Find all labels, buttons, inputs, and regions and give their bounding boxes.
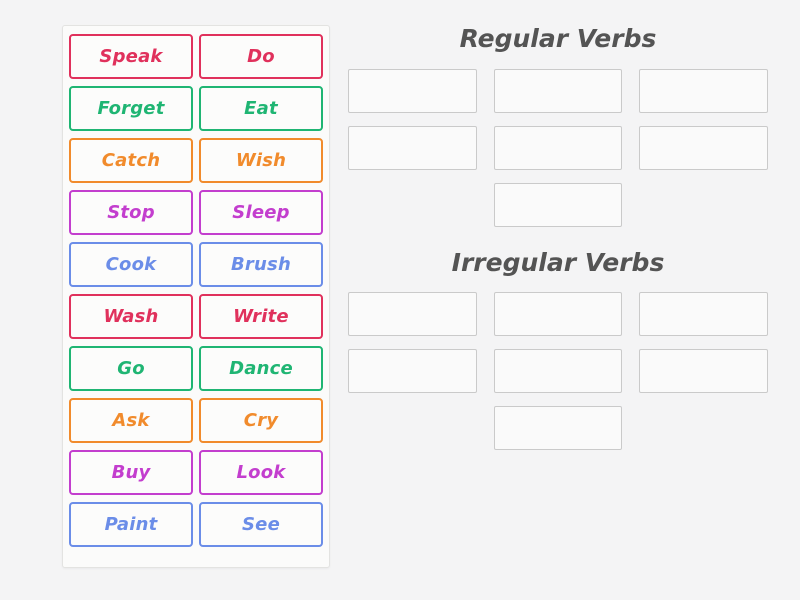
word-card[interactable]: See xyxy=(199,502,323,547)
word-card-label: Buy xyxy=(111,461,151,483)
word-card[interactable]: Ask xyxy=(69,398,193,443)
drop-zone[interactable] xyxy=(639,125,768,170)
drop-zone[interactable] xyxy=(493,406,623,450)
word-card-label: Brush xyxy=(231,253,291,275)
word-card-label: Catch xyxy=(101,149,161,171)
word-card-label: Cry xyxy=(243,409,279,431)
word-card-label: Look xyxy=(236,461,286,483)
word-card[interactable]: Look xyxy=(199,450,323,495)
word-card-label: Paint xyxy=(104,513,158,535)
drop-zone[interactable] xyxy=(493,182,623,227)
drop-zone[interactable] xyxy=(493,125,623,170)
word-card-label: Ask xyxy=(112,409,150,431)
drop-zone[interactable] xyxy=(639,68,768,113)
word-card-label: Dance xyxy=(229,357,293,379)
word-card-label: Wash xyxy=(103,305,159,327)
word-card[interactable]: Paint xyxy=(69,502,193,547)
word-card[interactable]: Buy xyxy=(69,450,193,495)
word-card[interactable]: Cry xyxy=(199,398,323,443)
word-card-label: Go xyxy=(117,357,145,379)
drop-zone[interactable] xyxy=(348,349,477,393)
word-card-label: Do xyxy=(247,45,275,67)
word-card-label: Sleep xyxy=(232,201,290,223)
group-title: Regular Verbs xyxy=(459,24,657,53)
drop-zone[interactable] xyxy=(348,68,477,113)
word-card[interactable]: Catch xyxy=(69,138,193,183)
word-card-label: See xyxy=(242,513,280,535)
drop-zone-grid xyxy=(348,292,768,450)
word-card-label: Speak xyxy=(99,45,163,67)
word-card[interactable]: Forget xyxy=(69,86,193,131)
word-card[interactable]: Wash xyxy=(69,294,193,339)
word-card[interactable]: Go xyxy=(69,346,193,391)
word-card-label: Wish xyxy=(235,149,287,171)
word-card[interactable]: Wish xyxy=(199,138,323,183)
drop-zone-grid xyxy=(348,68,768,227)
drop-zone[interactable] xyxy=(348,125,477,170)
word-card[interactable]: Write xyxy=(199,294,323,339)
word-card[interactable]: Cook xyxy=(69,242,193,287)
word-card[interactable]: Brush xyxy=(199,242,323,287)
drop-zone[interactable] xyxy=(493,68,623,113)
word-card[interactable]: Speak xyxy=(69,34,193,79)
word-card-label: Cook xyxy=(105,253,157,275)
group-section: Regular Verbs xyxy=(348,25,768,227)
word-card[interactable]: Do xyxy=(199,34,323,79)
drop-zone[interactable] xyxy=(348,292,477,336)
word-card[interactable]: Stop xyxy=(69,190,193,235)
word-card-label: Forget xyxy=(97,97,165,119)
word-card-label: Stop xyxy=(107,201,155,223)
word-card[interactable]: Sleep xyxy=(199,190,323,235)
drop-zone[interactable] xyxy=(493,292,623,336)
word-card-label: Eat xyxy=(244,97,278,119)
group-title: Irregular Verbs xyxy=(451,247,665,277)
word-card[interactable]: Dance xyxy=(199,346,323,391)
drop-zone[interactable] xyxy=(639,292,768,336)
group-section: Irregular Verbs xyxy=(348,247,768,450)
drop-zone[interactable] xyxy=(493,349,623,393)
word-card-label: Write xyxy=(233,305,289,327)
drop-zone[interactable] xyxy=(639,349,768,393)
word-card[interactable]: Eat xyxy=(199,86,323,131)
